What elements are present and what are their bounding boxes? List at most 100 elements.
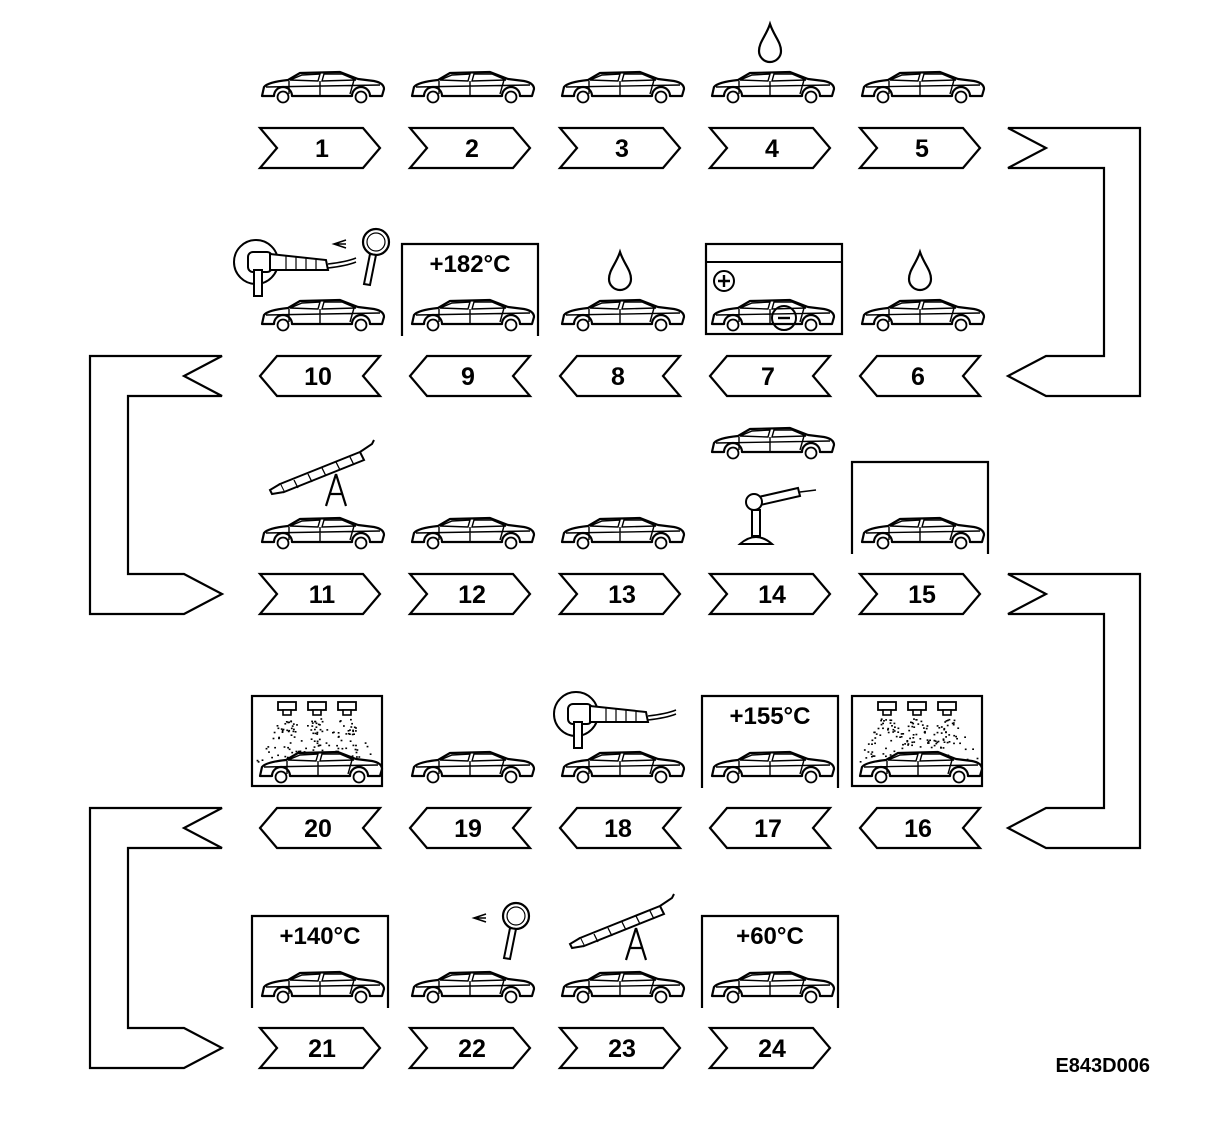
car-body-icon (860, 516, 986, 550)
drop-icon (757, 22, 783, 64)
car-body-icon (860, 70, 986, 104)
step-arrow-shape (257, 1026, 382, 1070)
step-number: 22 (458, 1035, 486, 1063)
step-arrow: 21 (257, 1026, 382, 1070)
oven-frame (400, 242, 540, 336)
car-body-icon (260, 516, 386, 550)
car-body-icon (710, 970, 836, 1004)
sander-icon (553, 691, 677, 749)
step-number: 4 (765, 135, 779, 163)
step-arrow: 17 (708, 806, 833, 850)
step-number: 24 (758, 1035, 786, 1063)
car-body-icon (560, 70, 686, 104)
spray-booth-icon (250, 694, 384, 788)
car-body-icon (410, 750, 536, 784)
sander-icon (553, 691, 686, 784)
car-body-icon (710, 750, 836, 784)
oven-icon: +60°C (700, 914, 840, 1008)
plus-pole-icon (713, 270, 735, 292)
sander-magnifier-icon (233, 227, 391, 332)
step-number: 19 (454, 815, 482, 843)
drop-icon (710, 22, 836, 104)
step-arrow-shape (557, 572, 682, 616)
booth-frame (850, 460, 990, 554)
oven-temperature: +155°C (730, 703, 811, 730)
car-body-icon (410, 70, 536, 104)
car-body-icon (410, 516, 536, 550)
step-number: 20 (304, 815, 332, 843)
step-arrow-shape (258, 354, 383, 398)
car-body-icon (560, 516, 686, 550)
car-body-icon (410, 970, 536, 1004)
oven-frame (700, 694, 840, 788)
car-body-icon (860, 70, 986, 104)
sealant-gun-icon (268, 438, 376, 508)
step-arrow: 24 (707, 1026, 832, 1070)
step-arrow: 4 (707, 126, 832, 170)
sealant-gun-icon (260, 438, 386, 550)
sealant-gun-icon (560, 892, 686, 1004)
car-body-icon (560, 970, 686, 1004)
step-arrow: 8 (558, 354, 683, 398)
step-arrow-shape (408, 354, 533, 398)
step-arrow-shape (557, 126, 682, 170)
car-body-icon (410, 516, 536, 550)
oven-icon: +182°C (400, 242, 540, 336)
step-number: 14 (758, 581, 786, 609)
step-arrow: 19 (408, 806, 533, 850)
magnifier-icon (410, 901, 536, 1004)
step-arrow-shape (408, 806, 533, 850)
step-arrow: 13 (557, 572, 682, 616)
booth-icon (850, 460, 990, 554)
oven-temperature: +140°C (280, 923, 361, 950)
step-number: 17 (754, 815, 782, 843)
step-number: 15 (908, 581, 936, 609)
step-arrow-shape (857, 572, 982, 616)
car-body-icon (560, 516, 686, 550)
step-arrow-shape (558, 806, 683, 850)
step-arrow-shape (258, 806, 383, 850)
step-arrow: 3 (557, 126, 682, 170)
car-body-icon (260, 298, 386, 332)
step-arrow-shape (257, 126, 382, 170)
step-number: 7 (761, 363, 775, 391)
step-number: 11 (309, 581, 336, 609)
car-body-icon (560, 298, 686, 332)
car-body-icon (560, 70, 686, 104)
step-arrow-shape (707, 572, 832, 616)
drop-icon (560, 250, 686, 332)
step-arrow-shape (557, 1026, 682, 1070)
step-arrow: 5 (857, 126, 982, 170)
oven-temperature: +182°C (430, 251, 511, 278)
step-arrow: 11 (257, 572, 382, 616)
step-arrow-shape (708, 354, 833, 398)
car-body-icon (860, 298, 986, 332)
step-arrow: 15 (857, 572, 982, 616)
step-number: 5 (915, 135, 929, 163)
step-arrow: 18 (558, 806, 683, 850)
step-arrow: 10 (258, 354, 383, 398)
car-body-icon (410, 70, 536, 104)
step-arrow-shape (707, 1026, 832, 1070)
step-number: 9 (461, 363, 475, 391)
row-connector-right (1005, 126, 1142, 398)
step-arrow-shape (708, 806, 833, 850)
spray-booth-icon (850, 694, 984, 788)
flow-connectors (88, 126, 1142, 1070)
row-connector-right (1005, 572, 1142, 850)
step-arrow-shape (257, 572, 382, 616)
drop-icon (860, 250, 986, 332)
step-arrow-shape (407, 1026, 532, 1070)
step-arrow: 2 (407, 126, 532, 170)
step-number: 16 (904, 815, 932, 843)
oven-icon: +155°C (700, 694, 840, 788)
step-number: 1 (315, 135, 329, 163)
car-body-icon (560, 750, 686, 784)
step-number: 23 (608, 1035, 636, 1063)
row-connector-left (88, 806, 225, 1070)
car-body-icon (260, 70, 386, 104)
car-body-icon (410, 298, 536, 332)
electro-dip-tank-icon (704, 242, 844, 336)
oven-frame (250, 914, 390, 1008)
